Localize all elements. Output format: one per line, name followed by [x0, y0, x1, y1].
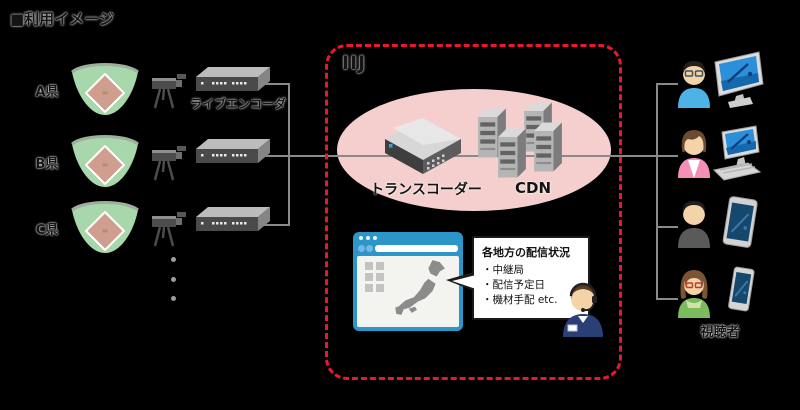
tablet-icon [720, 194, 760, 252]
video-camera-icon [150, 70, 190, 110]
operator-headset-icon [559, 279, 607, 337]
stadium-icon [70, 131, 140, 189]
iij-cloud-ellipse [337, 89, 611, 211]
connector-viewer-1 [656, 83, 678, 85]
stadium-icon [70, 197, 140, 255]
region-label-c: C県 [35, 223, 59, 238]
cdn-label: CDN [514, 179, 551, 197]
browser-back-icon [358, 245, 365, 252]
region-label-a: A県 [35, 85, 59, 100]
connector-encoder-c [264, 224, 290, 226]
browser-forward-icon [366, 245, 373, 252]
desktop-monitor-icon [712, 50, 766, 108]
viewer-person-2 [676, 126, 712, 178]
smartphone-icon [724, 264, 758, 318]
status-bubble: 各地方の配信状況 ・中継局 ・配信予定日 ・機材手配 etc. [472, 236, 590, 320]
encoder-label: ライブエンコーダ [189, 97, 286, 111]
connector-bus-left [288, 83, 290, 226]
encoder-device-icon [196, 139, 270, 166]
video-camera-icon [150, 142, 190, 182]
bubble-item: ・中継局 [482, 264, 524, 276]
stadium-icon [70, 59, 140, 117]
bubble-title: 各地方の配信状況 [482, 246, 570, 259]
iij-label: IIJ [342, 52, 367, 74]
browser-content [357, 256, 459, 327]
connector-encoder-a [264, 83, 290, 85]
connector-viewer-4 [656, 298, 678, 300]
encoder-device-icon [196, 207, 270, 234]
browser-window-icon [353, 232, 463, 331]
viewers-label: 視聴者 [700, 325, 740, 340]
connector-bus-right [656, 83, 658, 300]
page-title: ■利用イメージ [10, 10, 114, 28]
viewer-person-3 [676, 196, 712, 248]
encoder-device-icon [196, 67, 270, 94]
iij-dashed-boundary [325, 44, 622, 380]
video-camera-icon [150, 208, 190, 248]
transcoder-label: トランスコーダー [370, 182, 482, 198]
connector-viewer-3 [656, 226, 678, 228]
browser-address-bar [375, 245, 458, 252]
viewer-person-4 [676, 266, 712, 318]
bubble-item: ・機材手配 etc. [482, 294, 558, 306]
monitor-keyboard-icon [712, 122, 766, 182]
viewer-person-1 [676, 56, 712, 108]
connector-main [264, 155, 678, 157]
region-label-b: B県 [35, 157, 59, 172]
bubble-item: ・配信予定日 [482, 279, 545, 291]
